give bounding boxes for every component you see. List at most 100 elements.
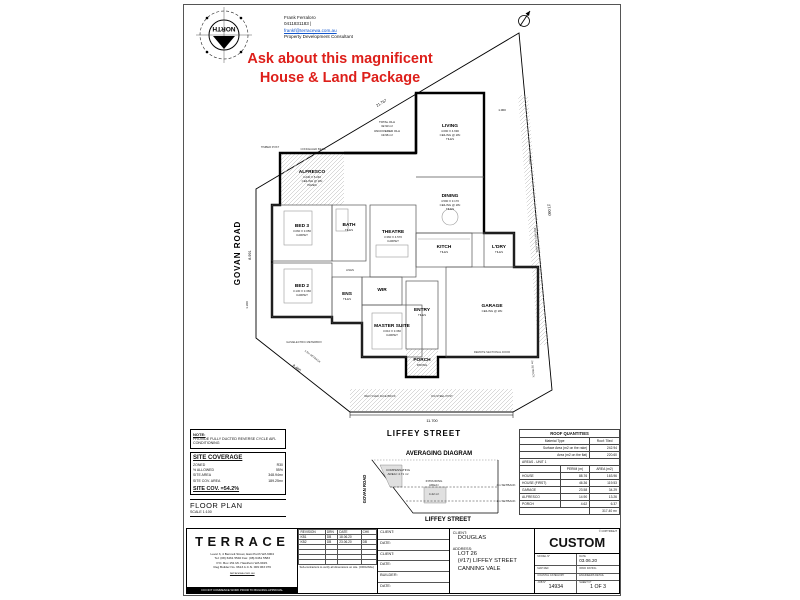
contact-role: Property Development Consultant <box>284 34 353 40</box>
builder-logo: TERRACE <box>195 534 290 549</box>
svg-text:RECYCLED FACE BRICK: RECYCLED FACE BRICK <box>364 394 396 398</box>
signoff-field: CLIENT: <box>378 551 449 562</box>
svg-text:8.991: 8.991 <box>248 250 252 260</box>
svg-text:DIA STEEL POST: DIA STEEL POST <box>431 394 453 398</box>
svg-text:CARPET: CARPET <box>386 333 398 337</box>
svg-text:TILES: TILES <box>418 313 426 317</box>
signoff-box: CLIENT: DATE: CLIENT: DATE: BUILDER: DAT… <box>378 529 450 593</box>
room-alfresco: ALFRESCO <box>299 169 326 175</box>
builder-logo-box: TERRACE Level 3, 4 Bennett Street, East … <box>187 529 299 593</box>
room-porch: PORCH <box>413 357 431 363</box>
svg-text:32.93 m²: 32.93 m² <box>381 124 393 128</box>
room-theatre: THEATRE <box>382 229 405 235</box>
svg-text:CARPET: CARPET <box>387 239 399 243</box>
averaging-diagram: AVERAGING DIAGRAM COMPENSATING AREA= 4.7… <box>362 451 516 523</box>
svg-text:2m SETBACK: 2m SETBACK <box>496 499 515 503</box>
drawing-sheet: NORTH <box>183 4 621 596</box>
note-box: NOTE: PROVIDE FULLY DUCTED REVERSE CYCLE… <box>190 429 286 449</box>
svg-text:PAVING: PAVING <box>417 363 428 367</box>
svg-text:CEILING @ 28c: CEILING @ 28c <box>440 133 461 137</box>
model-name: CUSTOM <box>535 533 619 554</box>
copyright-note: © COPYRIGHT <box>598 530 617 533</box>
svg-text:TILES: TILES <box>440 250 448 254</box>
svg-text:AREA=: AREA= <box>429 483 439 487</box>
room-bath: BATH <box>343 222 357 228</box>
floor-plan-drawing: NORTH <box>196 7 553 523</box>
contact-phone: 0411831183 | <box>284 21 312 27</box>
svg-text:3.130 X 3.360: 3.130 X 3.360 <box>293 289 311 293</box>
svg-text:LINEN: LINEN <box>346 268 354 272</box>
subcontractor-note: Sub-contractors to verify all dimensions… <box>299 565 375 569</box>
svg-text:3.060 X 3.050: 3.060 X 3.050 <box>293 229 311 233</box>
room-garage: GARAGE <box>481 303 503 309</box>
job-number: 14934 <box>548 584 563 591</box>
builder-website[interactable]: terracewa.com.au <box>229 570 255 575</box>
street-address: (#17) LIFFEY STREET <box>457 558 517 565</box>
signoff-field: CLIENT: <box>378 529 449 540</box>
svg-text:2m SETBACK: 2m SETBACK <box>530 360 535 378</box>
plan-dimensions: 21.767 27.060 11.700 8.465 8.991 1.360 1… <box>245 98 551 423</box>
compass-rose: NORTH <box>196 7 252 63</box>
svg-text:TIMBER POST: TIMBER POST <box>261 145 280 149</box>
svg-text:LIFFEY STREET: LIFFEY STREET <box>425 517 471 523</box>
site-panel: NOTE: PROVIDE FULLY DUCTED REVERSE CYCLE… <box>190 429 286 517</box>
svg-text:27.060: 27.060 <box>546 204 551 216</box>
coverage-result: SITE COV. =54.2% <box>193 485 240 492</box>
svg-text:3.360 X 4.570: 3.360 X 4.570 <box>384 235 402 239</box>
svg-text:UNCOVERED OLA: UNCOVERED OLA <box>374 129 400 133</box>
plan-notes: TOTAL OLA 32.93 m² UNCOVERED OLA 19.96 m… <box>261 120 539 398</box>
client-box: CLIENT: DOUGLAS ADDRESS: LOT 26 (#17) LI… <box>450 529 536 593</box>
contact-block: Frank Ferraloro 0411831183 | frankf@terr… <box>284 15 353 41</box>
svg-text:1.060: 1.060 <box>498 108 506 112</box>
room-entry: ENTRY <box>414 307 431 313</box>
svg-text:CARPET: CARPET <box>296 233 308 237</box>
room-ldry: L'DRY <box>492 244 507 250</box>
svg-text:TILES: TILES <box>446 207 454 211</box>
svg-text:4m SETBACK: 4m SETBACK <box>496 483 515 487</box>
svg-text:GAS/ELECTRIC METERBOX: GAS/ELECTRIC METERBOX <box>286 340 322 344</box>
driveway-paving <box>350 389 513 411</box>
svg-text:CARPET: CARPET <box>296 293 308 297</box>
room-kitch: KITCH <box>437 244 452 250</box>
drawing-scale: SCALE 1:100 <box>190 510 286 517</box>
svg-text:TILES: TILES <box>495 250 503 254</box>
svg-text:PAVED: PAVED <box>528 155 533 164</box>
drawing-date: 03.06.20 <box>579 557 598 563</box>
svg-text:4.590 X 3.170: 4.590 X 3.170 <box>441 199 459 203</box>
roof-quantities-table: ROOF QUANTITIES Material Type Roof: Tile… <box>518 429 620 515</box>
govan-road-label: GOVAN ROAD <box>233 221 242 286</box>
client-name: DOUGLAS <box>457 535 487 541</box>
sheet-number: 1 OF 3 <box>590 584 607 591</box>
internal-walls <box>271 176 539 358</box>
room-living: LIVING <box>442 123 458 129</box>
contact-name: Frank Ferraloro <box>284 15 316 20</box>
svg-text:8.465: 8.465 <box>292 364 302 373</box>
furniture <box>283 208 470 350</box>
title-block: TERRACE Level 3, 4 Bennett Street, East … <box>186 528 620 594</box>
signoff-field: DATE: <box>380 584 392 589</box>
contact-email-link[interactable]: frankf@terracewa.com.au <box>284 27 337 33</box>
room-dining: DINING <box>442 193 459 199</box>
svg-text:CEILING @ 28c: CEILING @ 28c <box>482 309 503 313</box>
svg-text:3.610 X 3.360: 3.610 X 3.360 <box>383 329 401 333</box>
room-wir: WIR <box>377 287 387 293</box>
compass-north-label: NORTH <box>212 25 235 32</box>
svg-text:INTRUDING: INTRUDING <box>426 479 443 483</box>
svg-text:TOTAL OLA: TOTAL OLA <box>379 120 395 124</box>
room-ens: ENS <box>342 291 353 297</box>
liffey-street-label: LIFFEY STREET <box>387 429 461 438</box>
roof-table-title: ROOF QUANTITIES <box>519 429 620 438</box>
room-labels: ALFRESCO 3.240 X 5.240 CEILING @ 28c PAV… <box>293 123 507 367</box>
svg-text:21.767: 21.767 <box>375 98 387 107</box>
roof-total: 317.40 m² <box>589 507 620 515</box>
